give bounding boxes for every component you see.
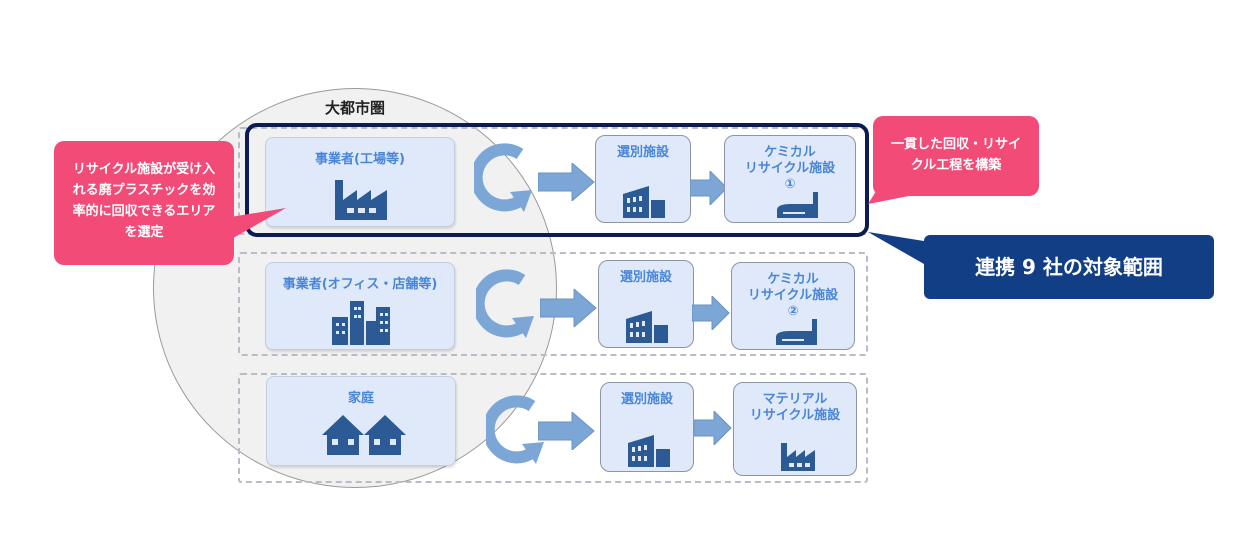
sorting-facility-label: 選別施設 <box>616 145 669 160</box>
source-box-offices: 事業者(オフィス・店舗等) <box>265 262 455 350</box>
sorting-facility-box: 選別施設 <box>595 135 691 223</box>
recycling-facility-box: ケミカル リサイクル施設 ② <box>731 262 855 350</box>
factory-icon <box>780 441 816 471</box>
sorting-facility-box: 選別施設 <box>600 382 694 472</box>
arrow-right-icon <box>692 296 730 330</box>
recycling-facility-box: ケミカル リサイクル施設 ① <box>724 135 856 223</box>
recycling-facility-label: ケミカル リサイクル施設 ① <box>744 145 836 192</box>
arrow-right-icon <box>694 411 732 445</box>
row-frame-offices <box>238 252 868 356</box>
source-box-factories: 事業者(工場等) <box>265 137 455 227</box>
arrow-right-icon <box>538 163 596 201</box>
consistent-process-callout: 一貫した回収・リサイ クル工程を構築 <box>873 116 1039 196</box>
sorting-facility-box: 選別施設 <box>598 260 694 348</box>
building-icon <box>623 186 665 218</box>
building-icon <box>628 435 670 467</box>
source-box-households: 家庭 <box>266 376 456 466</box>
chemical-plant-icon <box>776 319 824 345</box>
source-label: 事業者(工場等) <box>315 152 405 167</box>
scope-frame <box>245 123 869 237</box>
cycle-arrow-icon <box>476 266 536 342</box>
building-icon <box>626 311 668 343</box>
sorting-facility-label: 選別施設 <box>620 392 673 407</box>
office-buildings-icon <box>332 301 390 345</box>
scope-callout: 連携 9 社の対象範囲 <box>924 235 1214 299</box>
scope-callout-tail <box>868 232 930 264</box>
chemical-plant-icon <box>777 192 825 218</box>
recycling-facility-label: マテリアル リサイクル施設 <box>749 392 841 423</box>
sorting-facility-label: 選別施設 <box>619 270 672 285</box>
source-label: 事業者(オフィス・店舗等) <box>282 277 438 292</box>
metro-area-label: 大都市圏 <box>324 99 385 117</box>
arrow-right-icon <box>538 412 596 450</box>
row-frame-households <box>238 373 868 483</box>
cycle-arrow-icon <box>474 140 534 216</box>
recycling-facility-box: マテリアル リサイクル施設 <box>733 382 857 476</box>
houses-icon <box>322 415 406 455</box>
arrow-right-icon <box>690 171 728 205</box>
arrow-right-icon <box>540 289 598 327</box>
factory-icon <box>333 176 389 220</box>
recycling-facility-label: ケミカル リサイクル施設 ② <box>747 272 839 319</box>
source-label: 家庭 <box>347 391 374 406</box>
cycle-arrow-icon <box>486 392 546 468</box>
area-selection-callout: リサイクル施設が受け入 れる廃プラスチックを効 率的に回収できるエリア を選定 <box>54 141 234 265</box>
